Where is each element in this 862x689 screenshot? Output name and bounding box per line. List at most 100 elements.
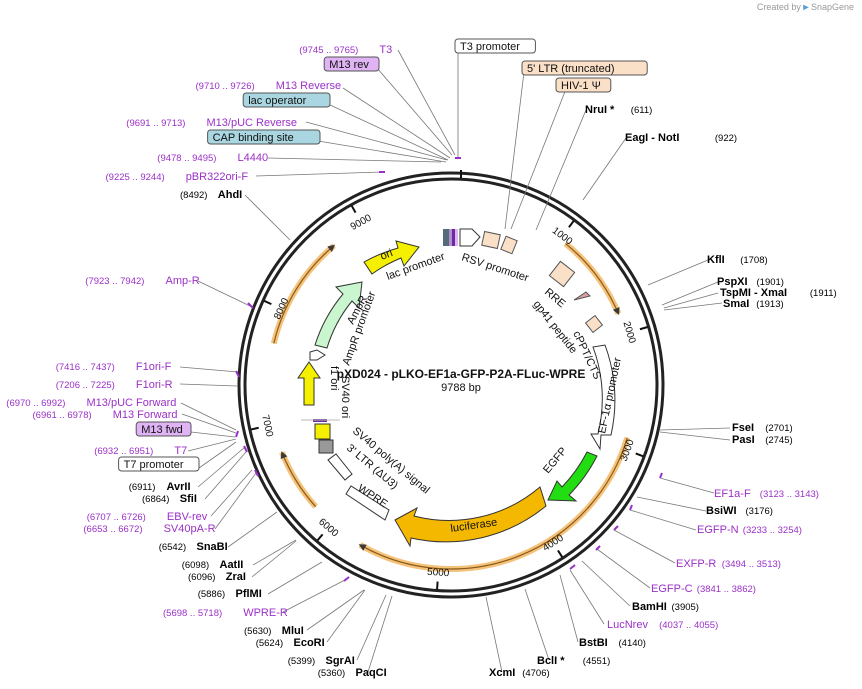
feature-name: M13 Reverse — [276, 80, 341, 92]
feature-range: (2701) — [765, 423, 792, 434]
feature-label-bcli: (4551)BclI * — [537, 655, 610, 667]
feature-name: EXFP-R — [676, 558, 716, 570]
feature-name: T7 — [174, 445, 187, 457]
feature-label-fsei: (2701) FseI — [732, 422, 793, 434]
feature-label-ef1af: (3123 .. 3143)EF1a-F — [714, 488, 819, 500]
m13-block-3 — [455, 229, 458, 246]
feature-box — [323, 56, 380, 72]
feature-label-avrii: (6911) AvrII — [129, 481, 191, 493]
feature-name: AatII — [220, 559, 244, 571]
feature-name: SgrAI — [326, 655, 355, 667]
orf-arc-top-line — [565, 243, 620, 316]
feature-name: EGFP-N — [697, 524, 739, 536]
egfp-arrow — [547, 451, 598, 502]
tick-mark — [568, 220, 575, 228]
feature-name: EBV-rev — [167, 511, 208, 523]
feature-label-pspxi: (1901)PspXI — [717, 276, 784, 288]
feature-name: SV40pA-R — [164, 523, 216, 535]
wpre-arrow — [345, 485, 390, 521]
rre-block — [548, 260, 576, 288]
feature-label-sgrai: (5399)SgrAI — [288, 655, 355, 667]
feature-label-sv40par: (6653 .. 6672)SV40pA-R — [83, 523, 215, 535]
ltr5-block — [481, 230, 501, 250]
label-rsv-promoter: RSV promoter — [460, 251, 530, 284]
feature-name: pBR322ori-F — [186, 171, 249, 183]
feature-label-tspmi: (1911)TspMI - XmaI — [720, 287, 837, 299]
feature-name: Amp-R — [166, 275, 200, 287]
leader-lines — [179, 49, 731, 673]
feature-range: (5624) — [256, 638, 283, 649]
feature-range: (3233 .. 3254) — [743, 525, 802, 536]
feature-range: (7206 .. 7225) — [56, 380, 115, 391]
f1-ori-arrow — [297, 361, 321, 406]
feature-name: SnaBI — [197, 541, 228, 553]
t3-promoter-arrow — [459, 228, 481, 247]
feature-label-egfpc: (3841 .. 3862)EGFP-C — [651, 583, 756, 595]
tick-label: 5000 — [427, 567, 450, 580]
feature-name: LucNrev — [607, 619, 648, 631]
gp41-arrow — [573, 291, 591, 301]
feature-name: AvrII — [167, 481, 191, 493]
feature-label-pflmi: (5886)PflMI — [198, 588, 262, 600]
lac-operator-block — [443, 229, 449, 246]
orf-arc-bottom-line — [358, 437, 628, 570]
feature-label-smai: (1913)SmaI — [723, 298, 784, 310]
feature-range: (5630) — [244, 626, 271, 637]
feature-box — [207, 129, 321, 145]
feature-label-m13reverse: (9710 .. 9726)M13 Reverse — [196, 80, 342, 92]
feature-name: EagI - NotI — [625, 132, 679, 144]
feature-label-t7: (6932 .. 6951) T7 — [94, 445, 187, 457]
feature-label-bstbi: (4140) BstBI — [579, 637, 646, 649]
label-egfp: EGFP — [541, 445, 569, 476]
feature-range: (7416 .. 7437) — [56, 362, 115, 373]
feature-name: BstBI — [579, 637, 608, 649]
feature-name: SfiI — [180, 493, 197, 505]
feature-box — [135, 421, 192, 437]
feature-label-mlui: (5630)MluI — [244, 625, 304, 637]
feature-label-ecori: (5624) EcoRI — [256, 637, 325, 649]
label-gp41: gp41 peptide — [531, 298, 580, 356]
feature-range: (6932 .. 6951) — [94, 446, 153, 457]
ampr-promoter-arrow — [309, 349, 326, 361]
feature-label-cap: CAP binding site — [207, 129, 321, 145]
tick-label: 7000 — [259, 414, 275, 439]
tick-label: 3000 — [619, 438, 637, 463]
feature-box — [118, 456, 200, 472]
feature-label-hiv: HIV-1 Ψ — [555, 77, 612, 93]
feature-name: AhdI — [218, 189, 242, 201]
feature-range: (6911) — [129, 482, 156, 493]
feature-range: (6707 .. 6726) — [87, 512, 146, 523]
feature-label-aatii: (6098) AatII — [182, 559, 244, 571]
feature-label-f1orif: (7416 .. 7437) F1ori-F — [56, 361, 172, 373]
backbone-inner-ring — [243, 177, 659, 593]
ampr-arrow — [314, 281, 363, 349]
feature-box — [555, 77, 612, 93]
feature-name: ZraI — [226, 571, 246, 583]
feature-name: F1ori-F — [136, 361, 172, 373]
feature-label-m13pucf: (6970 .. 6992)M13/pUC Forward — [6, 397, 176, 409]
inner-features — [297, 228, 616, 548]
feature-range: (5360) — [318, 668, 345, 679]
feature-range: (5886) — [198, 589, 225, 600]
feature-box-label: M13 rev — [329, 59, 369, 71]
feature-label-snabi: (6542)SnaBI — [159, 541, 228, 553]
feature-name: L4440 — [238, 152, 269, 164]
feature-label-f1orir: (7206 .. 7225)F1ori-R — [56, 379, 173, 391]
feature-label-xcmi: (4706)XcmI — [489, 667, 550, 679]
feature-range: (6096) — [188, 572, 215, 583]
feature-box-label: CAP binding site — [213, 132, 294, 144]
feature-range: (9478 .. 9495) — [157, 153, 216, 164]
cppt-block — [584, 314, 604, 334]
feature-range: (6864) — [142, 494, 169, 505]
feature-range: (4140) — [619, 638, 646, 649]
feature-label-t7prom: T7 promoter — [118, 456, 200, 472]
feature-name: EcoRI — [294, 637, 325, 649]
ori-arrow — [363, 240, 420, 275]
label-f1-ori: f1 ori — [328, 366, 340, 390]
tick-mark — [639, 326, 648, 331]
tick-mark — [263, 299, 272, 306]
feature-name: PasI — [732, 434, 755, 446]
feature-range: (6098) — [182, 560, 209, 571]
feature-range: (1911) — [810, 288, 837, 299]
feature-name: FseI — [732, 422, 754, 434]
